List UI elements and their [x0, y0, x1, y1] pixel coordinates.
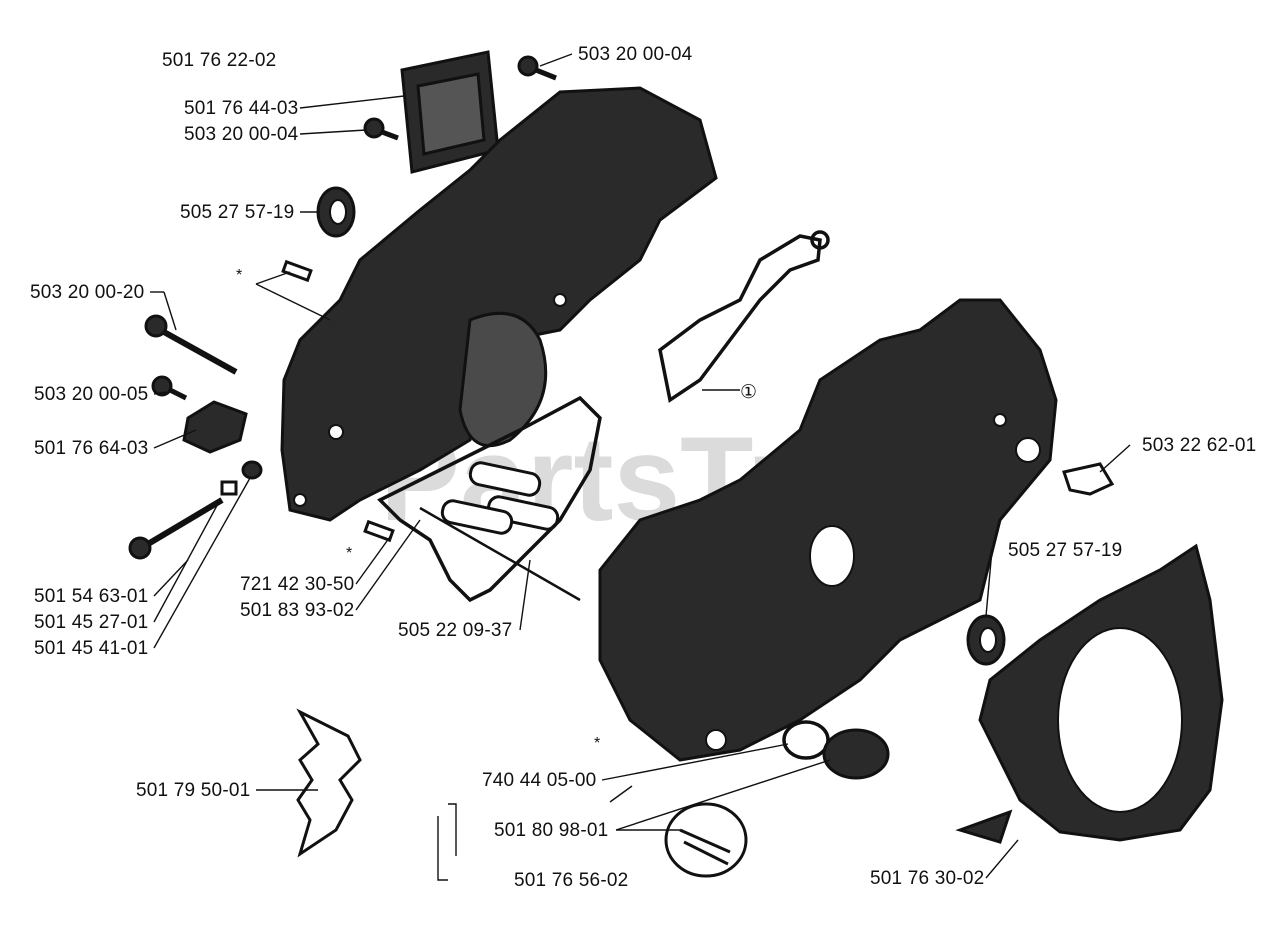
label-501766403: 501 76 64-03	[34, 438, 148, 459]
nut-part	[220, 460, 263, 496]
leader-lines	[150, 53, 1131, 881]
gasket-outline-part	[658, 230, 830, 403]
screw-small-part	[151, 375, 188, 401]
starter-housing-part	[955, 543, 1224, 844]
bumper-spike-part	[296, 708, 362, 858]
label-505275719-left: 505 27 57-19	[180, 202, 294, 223]
oil-seal-right-part	[966, 614, 1006, 666]
oil-cap-part	[664, 728, 890, 878]
label-740440500: 740 44 05-00	[482, 770, 596, 791]
markers: * * * ①	[236, 267, 757, 752]
label-721423050: 721 42 30-50	[240, 574, 354, 595]
label-501765602: 501 76 56-02	[514, 870, 628, 891]
gasket-part	[377, 395, 602, 603]
cover-plate-part	[400, 50, 500, 174]
label-503200004-top: 503 20 00-04	[578, 44, 693, 65]
long-screw-part	[144, 314, 238, 375]
label-501452701: 501 45 27-01	[34, 612, 148, 633]
label-503200005: 503 20 00-05	[34, 384, 148, 405]
bolts-part	[440, 461, 560, 535]
asterisk-marker-lower: *	[594, 735, 600, 752]
label-501809801: 501 80 98-01	[494, 820, 608, 841]
right-crankcase-part	[598, 298, 1058, 762]
circle-ref-marker: ①	[740, 382, 757, 403]
label-503226201: 503 22 62-01	[1142, 435, 1256, 456]
part-labels: 501 76 22-02 503 20 00-04 501 76 44-03 5…	[30, 44, 1256, 891]
label-503200004-mid: 503 20 00-04	[184, 124, 299, 145]
label-501795001: 501 79 50-01	[136, 780, 250, 801]
asterisk-marker-middle: *	[346, 545, 352, 562]
label-501762202: 501 76 22-02	[162, 50, 276, 71]
left-crankcase-part	[280, 86, 718, 522]
screw-mid-part	[363, 117, 399, 141]
label-501454101: 501 45 41-01	[34, 638, 148, 659]
label-501546301: 501 54 63-01	[34, 586, 148, 607]
label-503200020: 503 20 00-20	[30, 282, 144, 303]
label-501764403: 501 76 44-03	[184, 98, 298, 119]
o-ring-part	[782, 720, 830, 760]
label-505275719-right: 505 27 57-19	[1008, 540, 1122, 561]
label-501763002: 501 76 30-02	[870, 868, 984, 889]
dowel-pin-upper-part	[281, 259, 313, 283]
label-501839302: 501 83 93-02	[240, 600, 354, 621]
screw-top-part	[517, 55, 557, 81]
oil-seal-left-part	[316, 186, 356, 238]
asterisk-marker-upper: *	[236, 267, 242, 284]
long-bolt-part	[128, 497, 224, 560]
label-505220937: 505 22 09-37	[398, 620, 512, 641]
bracket-part	[182, 400, 248, 454]
